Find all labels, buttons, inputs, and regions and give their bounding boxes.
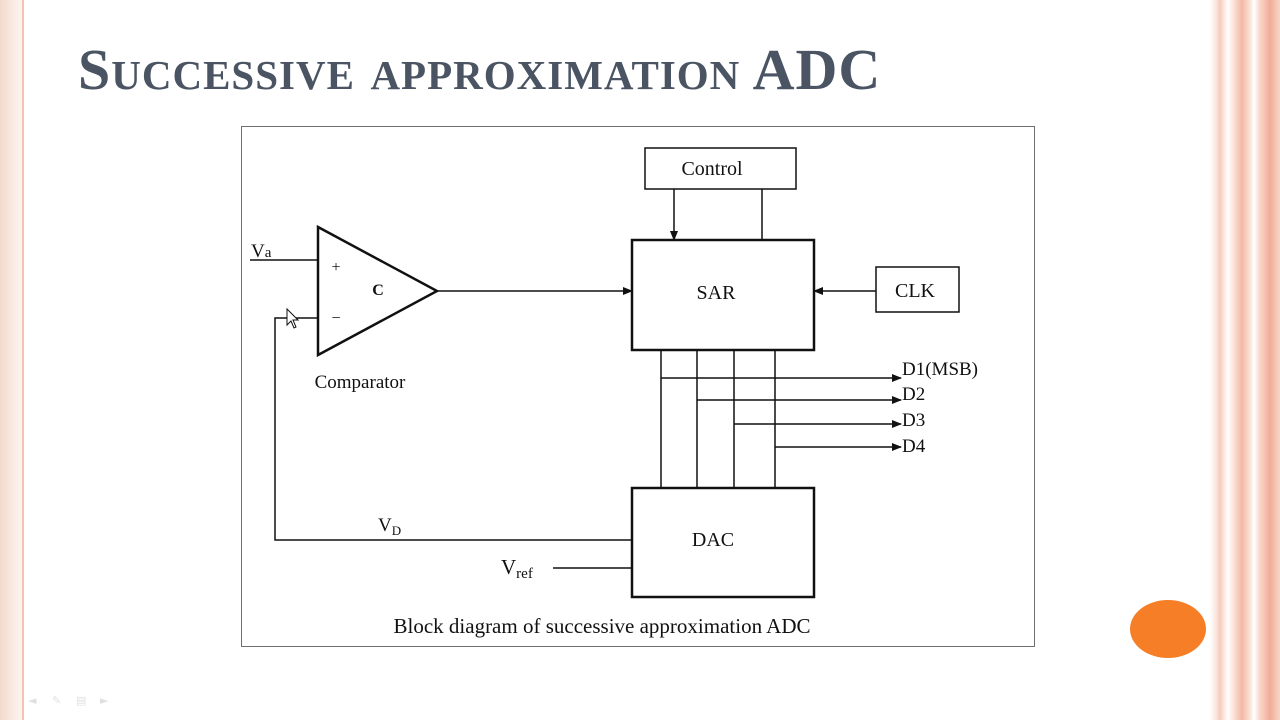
vd-feedback-wire [274,317,632,541]
vref-label: Vref [501,555,533,582]
left-border-stripe [0,0,24,720]
slide-title: Successive approximation ADC [78,37,882,102]
right-border-stripes [1210,0,1280,720]
menu-icon[interactable]: ▤ [76,694,87,707]
slideshow-controls[interactable]: ◄ ✎ ▤ ► [28,694,114,707]
comparator-plus: + [331,259,340,276]
output-label-d2: D2 [902,384,925,405]
diagram-canvas: Control SAR CLK DAC C + − Comparator Va [250,147,978,599]
next-slide-icon[interactable]: ► [100,694,109,707]
control-label: Control [681,158,743,180]
output-label-d1: D1(MSB) [902,359,978,380]
orange-circle [1130,600,1206,658]
previous-slide-icon[interactable]: ◄ [28,694,37,707]
sar-block [630,238,816,352]
comparator-symbol [316,224,440,358]
vd-label: VD [378,515,401,538]
mouse-pointer-icon [286,307,300,329]
output-label-d4: D4 [902,436,926,457]
pen-icon[interactable]: ✎ [52,694,62,707]
output-label-d3: D3 [902,410,925,431]
dac-block [630,486,816,599]
block-diagram: Control SAR CLK DAC C + − Comparator Va [241,126,1035,647]
dac-label: DAC [692,529,734,551]
comparator-label: Comparator [315,372,406,393]
comparator-letter: C [372,282,384,299]
clk-block [875,266,960,313]
clk-label: CLK [895,280,936,302]
control-block [644,147,797,190]
diagram-caption: Block diagram of successive approximatio… [393,614,811,638]
comparator-minus: − [331,310,340,327]
sar-label: SAR [697,282,737,304]
va-label: Va [251,241,272,262]
